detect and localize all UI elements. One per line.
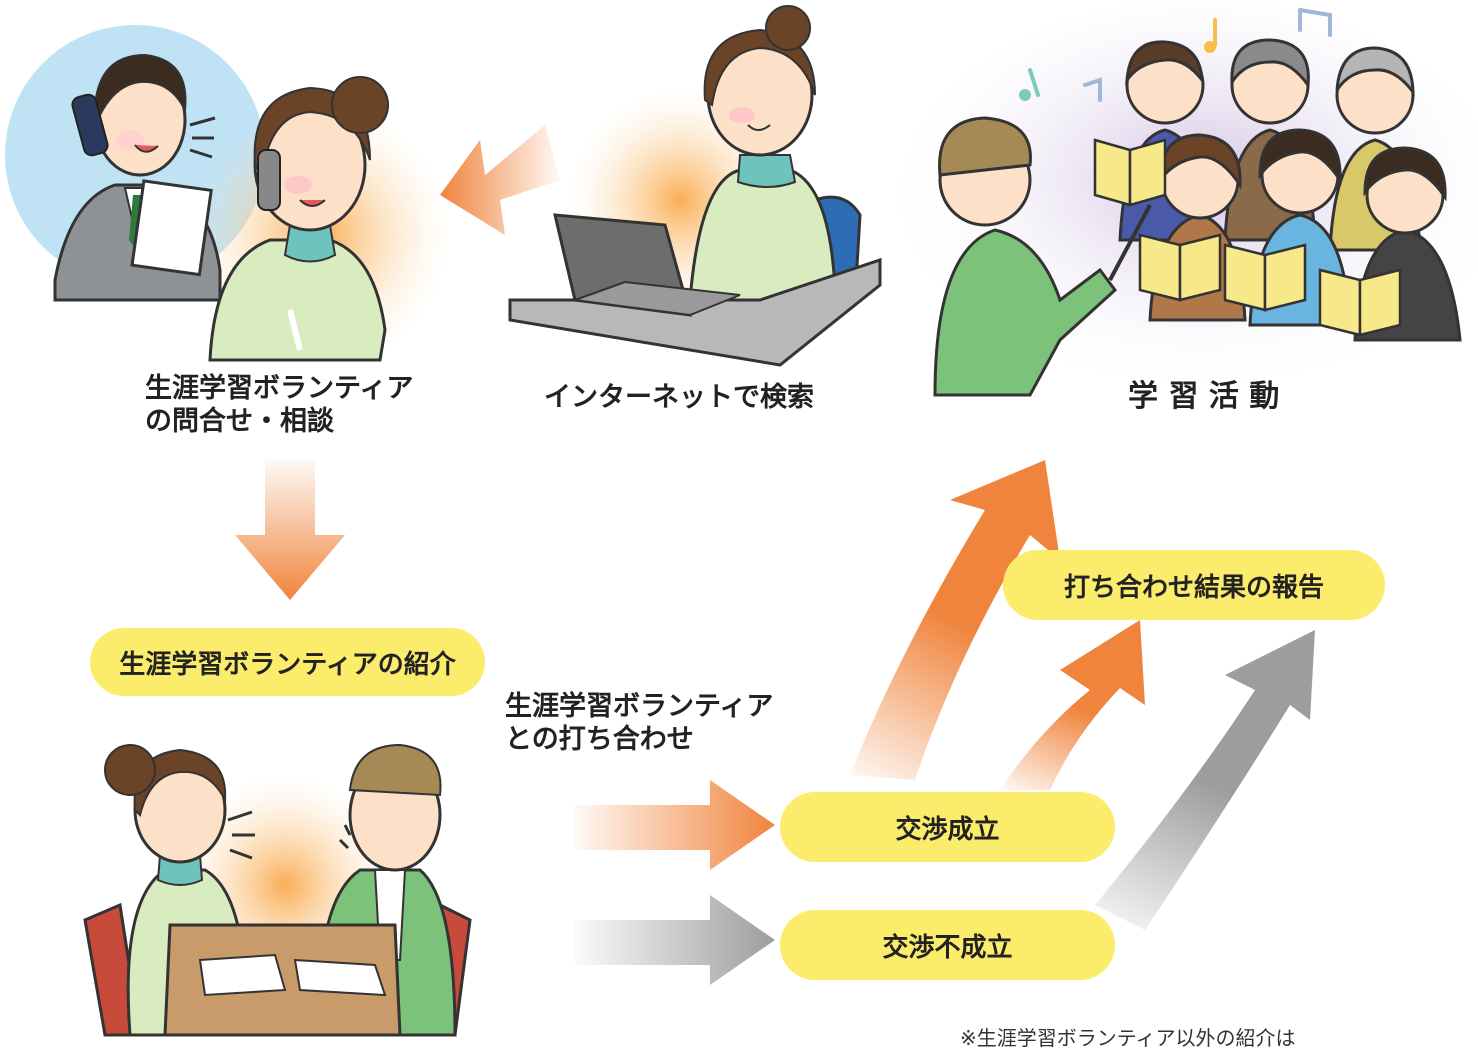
caption-meeting: 生涯学習ボランティア との打ち合わせ <box>505 690 773 756</box>
computer-search-illustration <box>508 5 882 367</box>
caption-inquiry-line1: 生涯学習ボランティア <box>145 373 414 404</box>
pill-report: 打ち合わせ結果の報告 <box>1003 550 1385 620</box>
caption-meeting-line2: との打ち合わせ <box>505 724 694 755</box>
pill-failure: 交渉不成立 <box>780 910 1115 980</box>
caption-inquiry-line2: の問合せ・相談 <box>145 406 334 437</box>
arrow-inquiry-to-introduction <box>235 460 345 600</box>
arrow-success-to-report <box>1000 620 1145 790</box>
arrow-success-to-activity <box>850 460 1060 780</box>
arrow-failure-to-report <box>1095 630 1315 930</box>
caption-activity: 学 習 活 動 <box>1128 379 1280 414</box>
phone-consult-illustration <box>5 25 450 365</box>
arrow-meeting-to-failure <box>575 895 775 985</box>
caption-meeting-line1: 生涯学習ボランティア <box>505 691 774 722</box>
pill-success: 交渉成立 <box>780 792 1115 862</box>
arrow-meeting-to-success <box>575 780 775 870</box>
caption-search: インターネットで検索 <box>544 382 814 413</box>
caption-inquiry: 生涯学習ボランティア の問合せ・相談 <box>145 372 413 438</box>
arrow-search-to-inquiry <box>440 125 560 235</box>
meeting-illustration <box>83 743 472 1037</box>
pill-introduction: 生涯学習ボランティアの紹介 <box>90 628 485 696</box>
footnote: ※生涯学習ボランティア以外の紹介は <box>960 1026 1296 1050</box>
choir-activity-illustration <box>900 0 1478 400</box>
